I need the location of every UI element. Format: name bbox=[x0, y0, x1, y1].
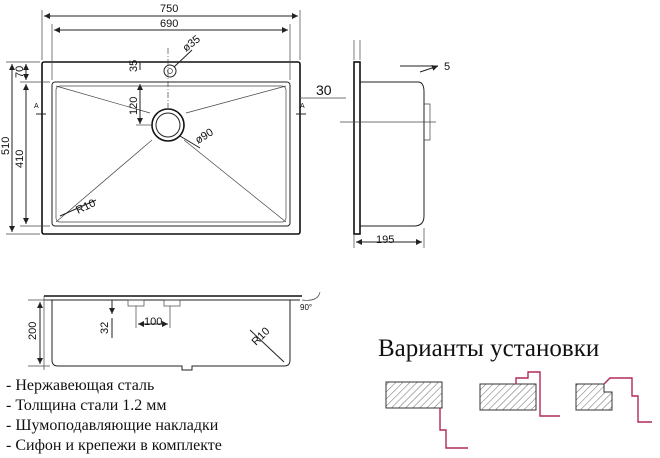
dim-top-margin: 70 bbox=[14, 66, 26, 78]
feature-item: - Шумоподавляющие накладки bbox=[6, 417, 219, 434]
dim-tap-offset: 35 bbox=[128, 60, 140, 72]
feature-list: - Нержавеющая сталь - Толщина стали 1.2 … bbox=[6, 376, 222, 456]
drain-circle bbox=[151, 108, 185, 142]
dim-flange: 30 bbox=[316, 82, 332, 98]
section-mark-right: A bbox=[300, 103, 305, 110]
bowl-outline bbox=[51, 81, 291, 227]
dim-drain-offset: 120 bbox=[128, 97, 140, 115]
dim-overall-width: 750 bbox=[160, 3, 178, 15]
dim-overflow-height: 32 bbox=[99, 322, 111, 334]
side-view: 5 195 bbox=[340, 40, 450, 248]
install-variant-overmount bbox=[479, 371, 560, 417]
feature-item: - Толщина стали 1.2 мм bbox=[6, 397, 167, 414]
installation-title: Варианты установки bbox=[378, 335, 599, 362]
overflow-holes bbox=[127, 299, 145, 307]
section-bowl bbox=[51, 300, 291, 371]
dim-tap-diameter: ø35 bbox=[180, 33, 202, 54]
feature-item: - Нержавеющая сталь bbox=[6, 377, 155, 394]
dim-bottom-radius: R10 bbox=[250, 325, 273, 348]
feature-item: - Сифон и крепежи в комплекте bbox=[6, 437, 222, 454]
dim-corner-radius: R10 bbox=[74, 197, 97, 216]
install-variant-undermount bbox=[385, 381, 468, 449]
top-view: 750 690 510 70 410 35 120 ø35 ø90 R10 bbox=[0, 3, 346, 235]
dim-overflow-spacing: 100 bbox=[144, 316, 162, 328]
dim-bowl-length: 410 bbox=[14, 150, 26, 168]
dim-drain-diameter: ø90 bbox=[193, 126, 215, 146]
dim-bowl-height: 200 bbox=[27, 322, 39, 340]
tap-hole bbox=[163, 64, 177, 78]
dim-rim-thickness: 5 bbox=[444, 61, 450, 73]
dim-angle: 90° bbox=[300, 303, 312, 312]
section-mark-left: A bbox=[34, 103, 39, 110]
dim-overall-depth: 510 bbox=[0, 137, 12, 155]
side-rim bbox=[353, 61, 361, 235]
dim-side-depth: 195 bbox=[376, 234, 394, 246]
install-variant-flush bbox=[575, 377, 652, 423]
sink-outline bbox=[41, 61, 301, 235]
dim-inner-width: 690 bbox=[160, 18, 178, 30]
side-bowl bbox=[360, 81, 425, 227]
front-section: 200 32 100 R10 90° bbox=[27, 291, 321, 371]
